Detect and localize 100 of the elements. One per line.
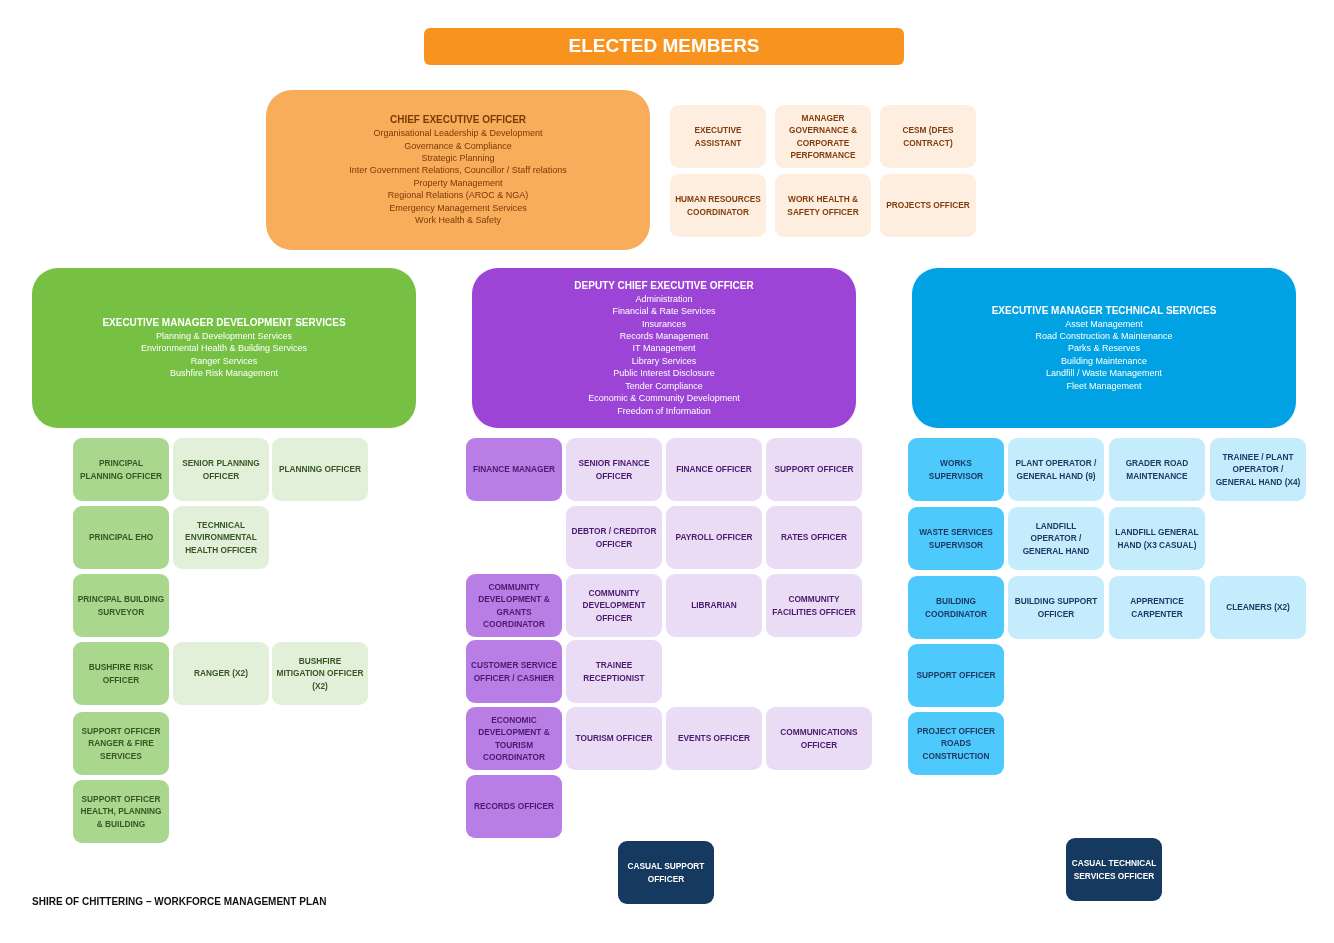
- role-title: TOURISM OFFICER: [575, 732, 653, 745]
- role-title: FINANCE OFFICER: [676, 463, 752, 476]
- role-box: [566, 640, 662, 703]
- role-title: COMMUNITY DEVELOPMENT & GRANTS COORDINATOR: [477, 581, 551, 630]
- role-box: [73, 574, 169, 637]
- department-box: [266, 90, 650, 250]
- role-box: [73, 506, 169, 569]
- role-title: SENIOR FINANCE OFFICER: [577, 457, 651, 482]
- responsibility-item: Administration: [635, 292, 693, 306]
- role-title: CASUAL TECHNICAL SERVICES OFFICER: [1070, 857, 1158, 882]
- role-box: [173, 438, 269, 501]
- role-box: [908, 438, 1004, 501]
- role-title: PRINCIPAL EHO: [88, 531, 154, 544]
- role-title: DEPUTY CHIEF EXECUTIVE OFFICER: [574, 279, 754, 293]
- role-box: [908, 712, 1004, 775]
- role-title: RANGER (X2): [194, 667, 248, 680]
- role-box: [566, 574, 662, 637]
- header-bar: [424, 28, 904, 65]
- department-box: [472, 268, 856, 428]
- role-title: CASUAL SUPPORT OFFICER: [626, 860, 706, 885]
- role-box: [73, 712, 169, 775]
- role-box: [666, 574, 762, 637]
- responsibility-item: Freedom of Information: [617, 404, 711, 417]
- responsibility-item: Inter Government Relations, Councillor / Staff relations: [349, 164, 567, 177]
- role-title: LANDFILL OPERATOR / GENERAL HAND: [1021, 520, 1091, 557]
- role-box: [1008, 438, 1104, 501]
- role-title: WORK HEALTH & SAFETY OFFICER: [786, 193, 860, 218]
- role-box: [880, 105, 976, 168]
- role-title: SUPPORT OFFICER: [774, 463, 854, 476]
- role-box: [272, 642, 368, 705]
- role-title: CESM (DFES CONTRACT): [901, 124, 955, 149]
- role-box: [908, 507, 1004, 570]
- role-box: [1210, 576, 1306, 639]
- role-title: COMMUNICATIONS OFFICER: [779, 726, 859, 751]
- role-title: PROJECTS OFFICER: [886, 199, 970, 212]
- responsibility-item: Governance & Compliance: [404, 139, 512, 153]
- role-title: BUILDING SUPPORT OFFICER: [1013, 595, 1099, 620]
- role-title: RATES OFFICER: [780, 531, 848, 544]
- role-title: CHIEF EXECUTIVE OFFICER: [389, 113, 527, 128]
- role-box: [566, 438, 662, 501]
- responsibility-item: Emergency Management Services: [389, 201, 527, 215]
- role-title: TRAINEE / PLANT OPERATOR / GENERAL HAND (X4): [1214, 451, 1302, 488]
- role-title: MANAGER GOVERNANCE & CORPORATE PERFORMANCE: [788, 112, 858, 161]
- role-box: [1109, 438, 1205, 501]
- footer-caption: SHIRE OF CHITTERING – WORKFORCE MANAGEMENT PLAN: [32, 896, 327, 907]
- role-title: BUSHFIRE RISK OFFICER: [87, 661, 155, 686]
- role-title: PROJECT OFFICER ROADS CONSTRUCTION: [916, 725, 996, 762]
- responsibility-item: Road Construction & Maintenance: [1035, 330, 1173, 343]
- role-box: [670, 174, 766, 237]
- responsibility-item: Regional Relations (AROC & NGA): [387, 189, 529, 202]
- role-box: [466, 640, 562, 703]
- role-title: FINANCE MANAGER: [472, 463, 555, 476]
- role-box: [908, 644, 1004, 707]
- role-title: EXECUTIVE MANAGER TECHNICAL SERVICES: [991, 303, 1217, 318]
- role-title: SUPPORT OFFICER RANGER & FIRE SERVICES: [80, 725, 162, 762]
- role-title: APPRENTICE CARPENTER: [1129, 595, 1185, 620]
- role-box: [666, 506, 762, 569]
- responsibility-item: Financial & Rate Services: [612, 305, 716, 318]
- role-title: CUSTOMER SERVICE OFFICER / CASHIER: [470, 659, 558, 684]
- responsibility-item: Strategic Planning: [421, 152, 495, 165]
- responsibility-item: Landfill / Waste Management: [1045, 367, 1163, 380]
- role-box: [566, 506, 662, 569]
- responsibility-item: Fleet Management: [1066, 379, 1142, 393]
- responsibility-item: Insurances: [642, 317, 686, 331]
- role-title: EXECUTIVE MANAGER DEVELOPMENT SERVICES: [102, 316, 346, 331]
- role-box: [73, 438, 169, 501]
- responsibility-item: Environmental Health & Building Services: [140, 342, 308, 355]
- role-box: [666, 438, 762, 501]
- role-title: LANDFILL GENERAL HAND (X3 CASUAL): [1114, 526, 1200, 551]
- role-title: TECHNICAL ENVIRONMENTAL HEALTH OFFICER: [184, 519, 258, 556]
- role-title: SENIOR PLANNING OFFICER: [181, 457, 261, 482]
- responsibility-item: Library Services: [631, 354, 697, 368]
- responsibility-item: Records Management: [619, 330, 709, 343]
- role-box: [670, 105, 766, 168]
- role-title: WASTE SERVICES SUPERVISOR: [918, 526, 994, 551]
- role-box: [666, 707, 762, 770]
- role-box: [1008, 507, 1104, 570]
- role-box: [880, 174, 976, 237]
- responsibility-item: Property Management: [413, 176, 503, 190]
- role-title: BUSHFIRE MITIGATION OFFICER (X2): [276, 655, 364, 692]
- responsibility-item: Asset Management: [1065, 317, 1143, 331]
- role-title: PLANNING OFFICER: [278, 463, 361, 476]
- role-box: [1210, 438, 1306, 501]
- role-box: [173, 506, 269, 569]
- role-title: WORKS SUPERVISOR: [927, 457, 985, 482]
- role-title: PAYROLL OFFICER: [675, 531, 753, 544]
- role-box: [466, 574, 562, 637]
- role-box: [618, 841, 714, 904]
- responsibility-item: Economic & Community Development: [588, 392, 740, 405]
- responsibility-item: Work Health & Safety: [415, 214, 501, 227]
- role-title: PLANT OPERATOR / GENERAL HAND (9): [1014, 457, 1098, 482]
- role-title: GRADER ROAD MAINTENANCE: [1124, 457, 1190, 482]
- responsibility-item: Planning & Development Services: [155, 330, 293, 343]
- role-box: [466, 438, 562, 501]
- responsibility-item: Parks & Reserves: [1068, 342, 1140, 355]
- role-box: [466, 707, 562, 770]
- responsibility-item: Organisational Leadership & Development: [373, 127, 543, 140]
- role-box: [272, 438, 368, 501]
- role-box: [766, 506, 862, 569]
- role-title: TRAINEE RECEPTIONIST: [582, 659, 646, 684]
